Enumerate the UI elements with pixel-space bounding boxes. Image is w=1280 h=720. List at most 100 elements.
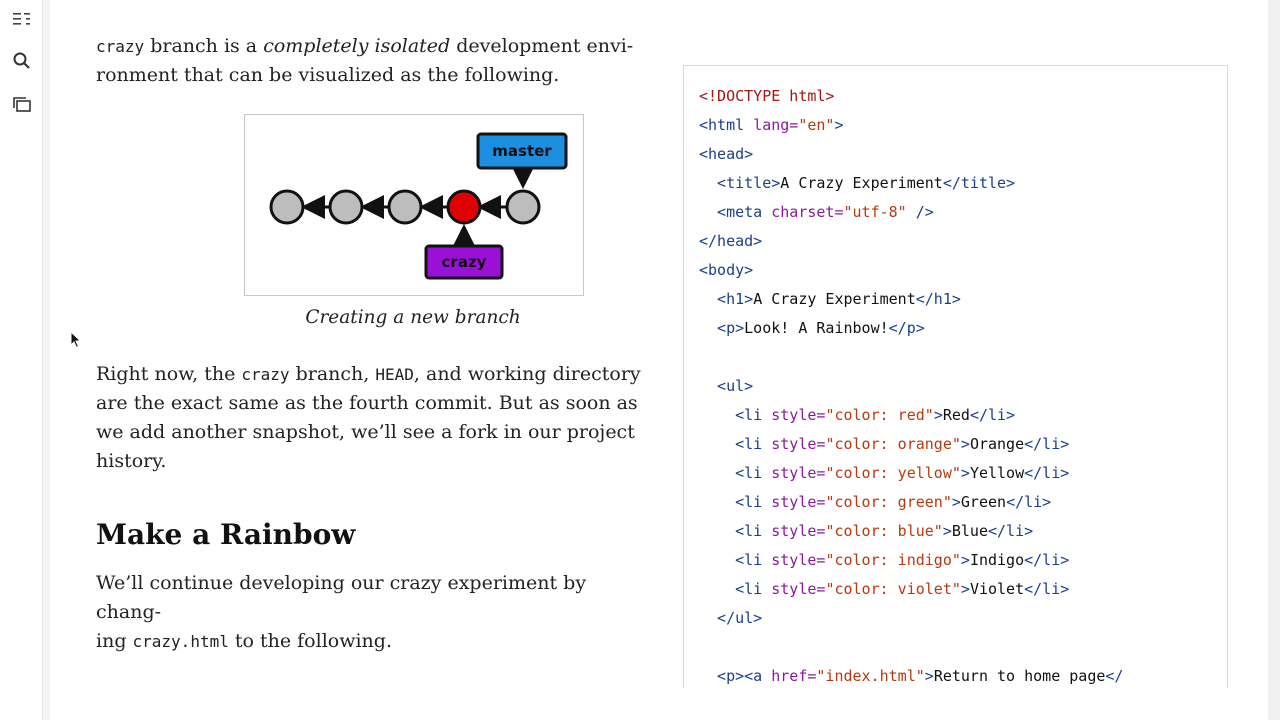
inline-code: crazy.html (132, 632, 229, 651)
code-token: href= (771, 667, 817, 685)
code-token: > (960, 464, 970, 482)
code-token: /> (906, 203, 934, 221)
text-span: we add another snapshot, we’ll see a for… (96, 421, 635, 443)
master-label: master (492, 142, 552, 160)
mouse-cursor-icon (70, 330, 82, 349)
paragraph-intro: crazy branch is a completely isolated de… (96, 32, 656, 90)
code-token: style= (771, 551, 826, 569)
code-token: <li (699, 464, 772, 482)
list-item-line: <li style="color: yellow">Yellow</li> (699, 464, 1069, 482)
code-token: style= (771, 406, 826, 424)
text-span: We’ll continue developing our crazy expe… (96, 572, 587, 623)
text-span: , and working directory (413, 363, 641, 385)
code-token: > (960, 435, 970, 453)
code-token: > (933, 406, 943, 424)
code-line: <!DOCTYPE html> (699, 87, 835, 105)
text-span: Right now, the (96, 363, 242, 385)
code-token: <li (699, 493, 772, 511)
list-item-line: <li style="color: green">Green</li> (699, 493, 1051, 511)
commit-node (387, 189, 423, 225)
inline-code: crazy (96, 37, 145, 56)
code-token: > (834, 116, 844, 134)
code-token: Return to home page (933, 667, 1106, 685)
text-span: development envi- (450, 35, 634, 57)
code-token: "color: yellow" (825, 464, 961, 482)
code-token: </li> (1024, 464, 1070, 482)
code-token: charset= (771, 203, 844, 221)
code-line: </ul> (699, 609, 763, 627)
paragraph-head: Right now, the crazy branch, HEAD, and w… (96, 360, 656, 476)
branch-diagram-svg: master crazy (269, 132, 568, 280)
code-token: > (924, 667, 934, 685)
code-token: <li (699, 551, 772, 569)
code-token: "color: orange" (825, 435, 961, 453)
code-token: <li (699, 406, 772, 424)
inline-code: HEAD (375, 365, 414, 384)
code-token: </li> (1006, 493, 1052, 511)
code-token: <h1> (699, 290, 754, 308)
code-token: </p> (888, 319, 925, 337)
pages-icon[interactable] (11, 93, 33, 115)
code-token: > (942, 522, 952, 540)
paragraph-rainbow: We’ll continue developing our crazy expe… (96, 569, 656, 656)
page-bottom (50, 688, 1268, 720)
code-token: style= (771, 464, 826, 482)
master-label-box (476, 132, 568, 170)
code-token: "color: violet" (825, 580, 961, 598)
list-item-line: <li style="color: blue">Blue</li> (699, 522, 1033, 540)
code-token: </h1> (915, 290, 961, 308)
list-item-line: <li style="color: orange">Orange</li> (699, 435, 1069, 453)
code-token: <li (699, 522, 772, 540)
code-token: "color: red" (825, 406, 934, 424)
code-token: "color: indigo" (825, 551, 961, 569)
code-token: A Crazy Experiment (753, 290, 916, 308)
commit-node (505, 189, 541, 225)
text-span: ronment that can be visualized as the fo… (96, 64, 560, 86)
code-token: Orange (969, 435, 1025, 453)
code-token: </title> (942, 174, 1016, 192)
list-item-line: <li style="color: violet">Violet</li> (699, 580, 1069, 598)
section-heading: Make a Rainbow (96, 518, 356, 551)
search-icon[interactable] (11, 50, 33, 72)
list-item-line: <li style="color: indigo">Indigo</li> (699, 551, 1069, 569)
code-token: style= (771, 493, 826, 511)
code-token: <li (699, 435, 772, 453)
code-token: Yellow (969, 464, 1025, 482)
table-of-contents-icon[interactable] (11, 8, 33, 30)
figure-caption: Creating a new branch (305, 307, 521, 328)
code-token: </li> (1024, 435, 1070, 453)
code-token: Look! A Rainbow! (744, 319, 889, 337)
code-token: Red (942, 406, 970, 424)
inline-code: crazy (241, 365, 290, 384)
text-span: to the following. (228, 630, 392, 652)
code-token: </li> (1024, 551, 1070, 569)
code-token: style= (771, 522, 826, 540)
code-token: style= (771, 580, 826, 598)
code-token: > (951, 493, 961, 511)
code-listing: <!DOCTYPE html> <html lang="en"> <head> … (699, 82, 1123, 691)
code-token: <p> (699, 319, 745, 337)
code-token: "color: blue" (825, 522, 943, 540)
text-span: ing (96, 630, 133, 652)
code-token: </li> (988, 522, 1034, 540)
code-token: Indigo (969, 551, 1025, 569)
text-span: branch, (289, 363, 376, 385)
code-token: "utf-8" (843, 203, 907, 221)
code-token: </ (1105, 667, 1124, 685)
code-token: lang= (753, 116, 799, 134)
commit-node (328, 189, 364, 225)
list-item-line: <li style="color: red">Red</li> (699, 406, 1015, 424)
text-span: are the exact same as the fourth commit.… (96, 392, 638, 414)
text-span: branch is a (144, 35, 264, 57)
code-line: <head> (699, 145, 754, 163)
code-token: A Crazy Experiment (780, 174, 943, 192)
code-token: "color: green" (825, 493, 952, 511)
scrollbar-track[interactable] (1268, 0, 1280, 720)
code-token: > (960, 551, 970, 569)
code-token: <meta (699, 203, 772, 221)
crazy-label: crazy (442, 253, 487, 271)
code-token: Violet (969, 580, 1025, 598)
code-token: </li> (1024, 580, 1070, 598)
commit-node (269, 189, 305, 225)
code-token: Blue (951, 522, 988, 540)
